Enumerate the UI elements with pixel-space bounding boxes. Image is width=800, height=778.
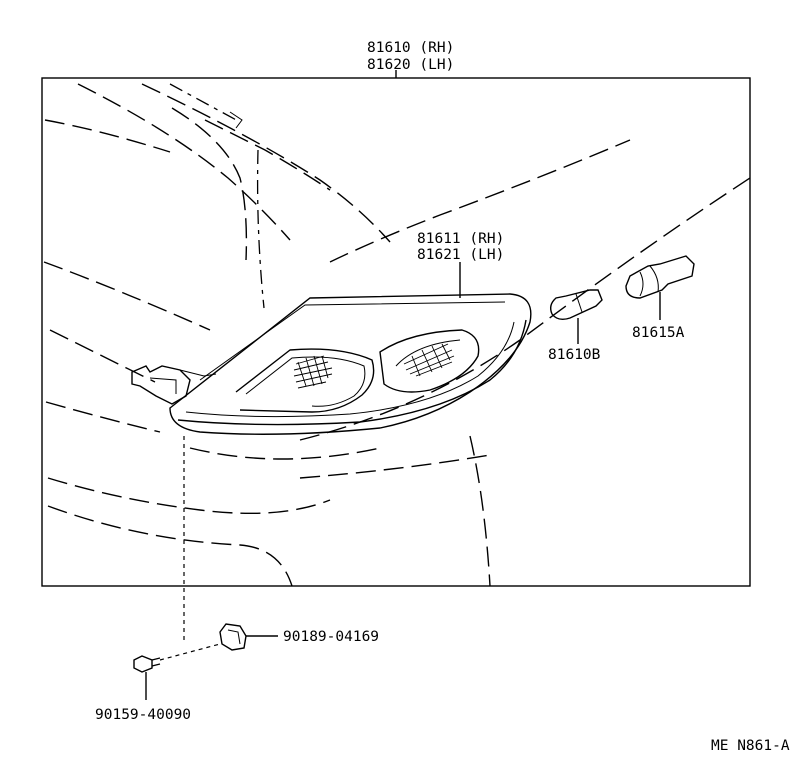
assembly-rh-label: 81610 (RH) <box>367 40 454 56</box>
nut-90189-04169 <box>219 623 278 651</box>
assembly-lh-label: 81620 (LH) <box>367 57 454 73</box>
socket-label: 81615A <box>632 325 685 341</box>
lens-mesh-right <box>403 343 455 377</box>
lens-lh-label: 81621 (LH) <box>417 247 504 263</box>
lens-rh-label: 81611 (RH) <box>417 231 504 247</box>
lens-mesh-left <box>293 355 333 389</box>
bulb-label: 81610B <box>548 347 601 363</box>
socket-81615a <box>625 255 695 320</box>
corner-lamp-housing <box>131 293 532 435</box>
nut-label: 90189-04169 <box>283 629 379 645</box>
screw-label: 90159-40090 <box>95 707 191 723</box>
figure-code: ME N861-A <box>711 738 790 754</box>
bulb-81610b <box>549 289 603 344</box>
screw-90159-40090 <box>133 643 221 700</box>
